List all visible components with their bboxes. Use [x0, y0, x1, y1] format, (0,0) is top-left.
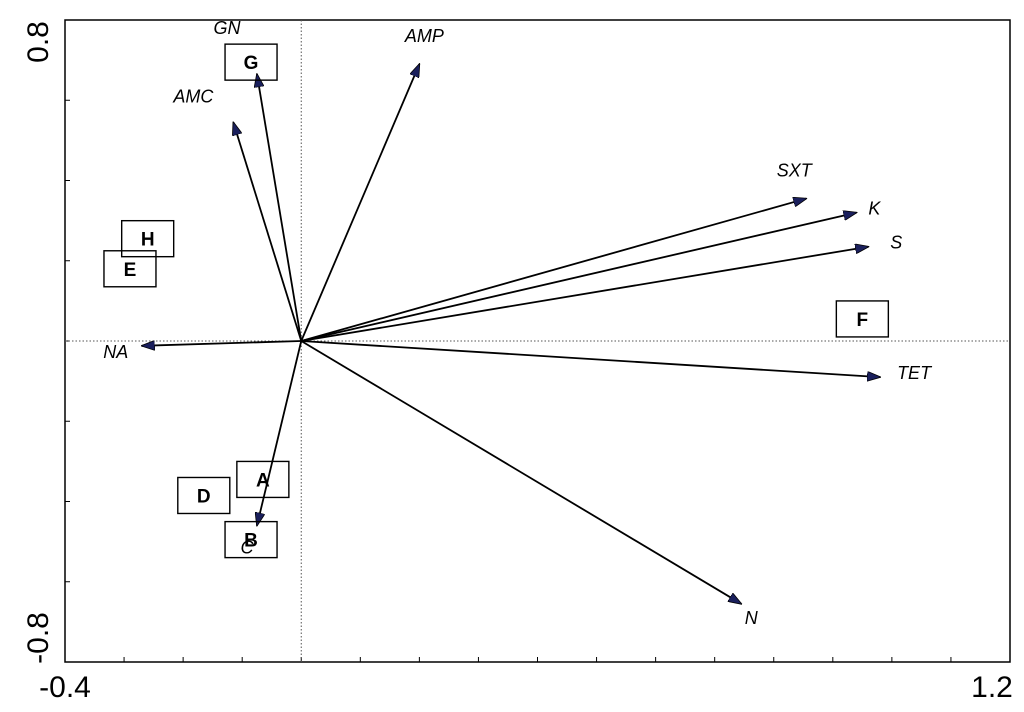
site-box-a — [236, 460, 290, 499]
x-tick-label-min: -0.4 — [39, 671, 91, 704]
site-label-b: B — [244, 531, 258, 552]
arrow-tet — [301, 340, 880, 377]
site-box-h — [120, 219, 175, 258]
arrow-label-amc: AMC — [172, 86, 214, 106]
arrow-label-sxt: SXT — [777, 161, 814, 181]
arrow-label-na: NA — [103, 342, 128, 362]
site-label-h: H — [141, 230, 155, 251]
site-box-g — [224, 43, 278, 81]
reference-lines — [65, 20, 1010, 662]
arrow-na — [142, 340, 302, 346]
arrow-label-gn: GN — [213, 18, 241, 38]
site-box-f — [835, 300, 890, 338]
arrow-label-k: K — [868, 199, 881, 219]
site-label-g: G — [244, 53, 259, 74]
y-tick-label-max: 0.8 — [22, 21, 55, 63]
arrow-amc — [233, 122, 303, 342]
site-box-b — [224, 520, 278, 559]
site-label-e: E — [124, 260, 137, 281]
arrow-label-tet: TET — [897, 363, 933, 383]
site-label-d: D — [197, 486, 211, 507]
arrow-label-c: C — [240, 538, 254, 558]
site-label-f: F — [857, 310, 869, 331]
arrow-gn — [257, 74, 303, 342]
arrow-amp — [300, 64, 419, 342]
x-tick-label-max: 1.2 — [971, 671, 1013, 704]
site-box-e — [103, 250, 157, 288]
arrow-label-amp: AMP — [404, 26, 444, 46]
arrow-c — [257, 340, 303, 526]
arrow-label-n: N — [745, 608, 759, 628]
site-series: G HE F A D B — [103, 43, 890, 559]
arrow-s — [301, 247, 868, 342]
site-label-a: A — [256, 470, 270, 491]
y-tick-label-min: -0.8 — [22, 612, 55, 664]
arrow-series: AMP GN AMC SXT KS TET N NA C — [103, 18, 933, 628]
arrow-sxt — [301, 199, 806, 342]
site-box-d — [177, 476, 231, 515]
arrow-k — [301, 213, 856, 342]
arrow-n — [300, 340, 741, 604]
arrow-label-s: S — [890, 233, 902, 253]
tick-labels: -0.4 1.2 0.8 -0.8 — [22, 21, 1013, 704]
